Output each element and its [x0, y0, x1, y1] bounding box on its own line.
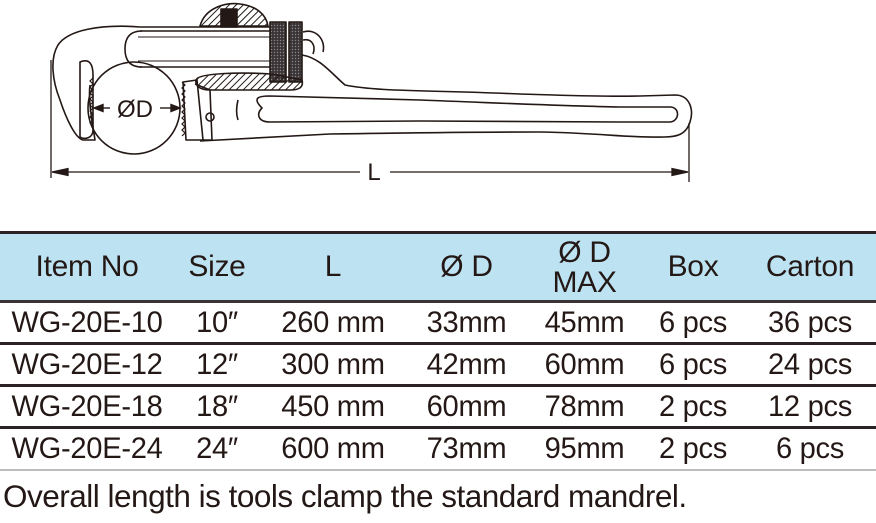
header-carton: Carton	[765, 250, 855, 283]
diameter-dimension-label: ØD	[117, 96, 153, 123]
cell-length: 450 mm	[281, 389, 385, 423]
header-diameter-max: Ø D MAX	[527, 233, 642, 302]
cell-length: 600 mm	[281, 431, 385, 465]
cell-length: 260 mm	[281, 305, 385, 339]
footnote: Overall length is tools clamp the standa…	[3, 478, 687, 514]
header-diameter: Ø D	[440, 250, 493, 283]
handle-outline	[199, 54, 693, 142]
cell-diameter: 60mm	[426, 389, 507, 423]
cell-diameter: 73mm	[426, 431, 507, 465]
cell-item-no: WG-20E-24	[11, 431, 163, 465]
header-item-no: Item No	[35, 250, 139, 283]
cell-box: 6 pcs	[658, 305, 728, 339]
header-size: Size	[188, 250, 246, 283]
cell-diameter: 42mm	[426, 347, 507, 381]
specification-table: Item No Size L Ø D Ø D MAX Box Carton WG…	[0, 231, 876, 471]
cell-length: 300 mm	[281, 347, 385, 381]
cell-item-no: WG-20E-12	[11, 347, 163, 381]
length-dimension-label: L	[367, 159, 380, 186]
cell-carton: 6 pcs	[775, 431, 845, 465]
pipe-wrench-drawing: ØD L	[50, 2, 693, 186]
cell-carton: 12 pcs	[768, 389, 852, 423]
cell-box: 6 pcs	[658, 347, 728, 381]
cell-diameter-max: 60mm	[544, 347, 625, 381]
cell-carton: 24 pcs	[768, 347, 852, 381]
cell-box: 2 pcs	[658, 431, 728, 465]
cell-size: 18″	[196, 389, 238, 423]
cell-diameter: 33mm	[426, 305, 507, 339]
cell-size: 12″	[196, 347, 238, 381]
cell-carton: 36 pcs	[768, 305, 852, 339]
header-box: Box	[667, 250, 719, 283]
table-row: WG-20E-10 10″ 260 mm 33mm 45mm 6 pcs 36 …	[0, 302, 876, 344]
header-diameter-max-line2: MAX	[552, 266, 617, 299]
cell-size: 10″	[196, 305, 238, 339]
cell-item-no: WG-20E-10	[11, 305, 163, 339]
header-diameter-max-line1: Ø D	[558, 236, 611, 269]
table-row: WG-20E-18 18″ 450 mm 60mm 78mm 2 pcs 12 …	[0, 386, 876, 428]
cell-diameter-max: 45mm	[544, 305, 625, 339]
cell-item-no: WG-20E-18	[11, 389, 163, 423]
table-header-row: Item No Size L Ø D Ø D MAX Box Carton	[0, 232, 876, 302]
table-row: WG-20E-12 12″ 300 mm 42mm 60mm 6 pcs 24 …	[0, 344, 876, 386]
table-row: WG-20E-24 24″ 600 mm 73mm 95mm 2 pcs 6 p…	[0, 428, 876, 470]
cell-size: 24″	[196, 431, 238, 465]
header-length: L	[324, 250, 342, 283]
cell-diameter-max: 95mm	[544, 431, 625, 465]
cell-diameter-max: 78mm	[544, 389, 625, 423]
cell-box: 2 pcs	[658, 389, 728, 423]
